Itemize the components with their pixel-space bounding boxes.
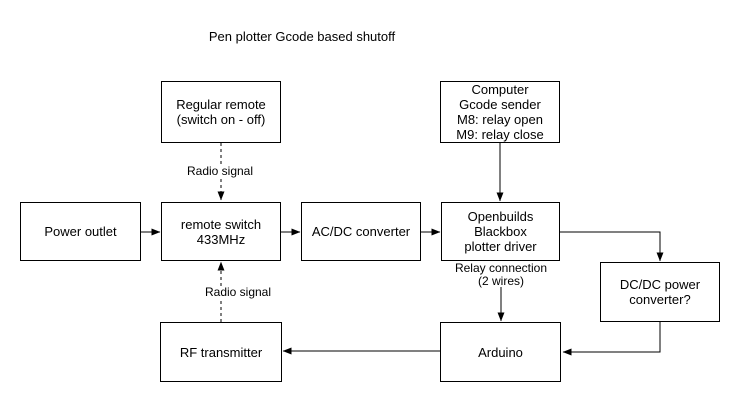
node-openbuilds-driver: Openbuilds Blackbox plotter driver	[441, 202, 560, 261]
edge-label-radio-signal-bottom: Radio signal	[202, 285, 274, 299]
edge-label-relay-connection: Relay connection (2 wires)	[452, 261, 550, 288]
node-arduino: Arduino	[440, 322, 561, 382]
node-computer: Computer Gcode sender M8: relay open M9:…	[440, 81, 560, 143]
node-dcdc-converter: DC/DC power converter?	[600, 262, 720, 322]
node-regular-remote: Regular remote (switch on - off)	[161, 81, 281, 143]
node-acdc-converter: AC/DC converter	[301, 202, 421, 261]
node-power-outlet: Power outlet	[20, 202, 141, 261]
node-rf-transmitter: RF transmitter	[160, 322, 282, 382]
edge-dcdc-to-arduino	[562, 322, 661, 356]
edge-openbuilds-to-dcdc	[560, 231, 664, 262]
edge-label-radio-signal-top: Radio signal	[184, 164, 256, 178]
diagram-title: Pen plotter Gcode based shutoff	[208, 29, 396, 44]
node-remote-switch: remote switch 433MHz	[161, 202, 281, 261]
